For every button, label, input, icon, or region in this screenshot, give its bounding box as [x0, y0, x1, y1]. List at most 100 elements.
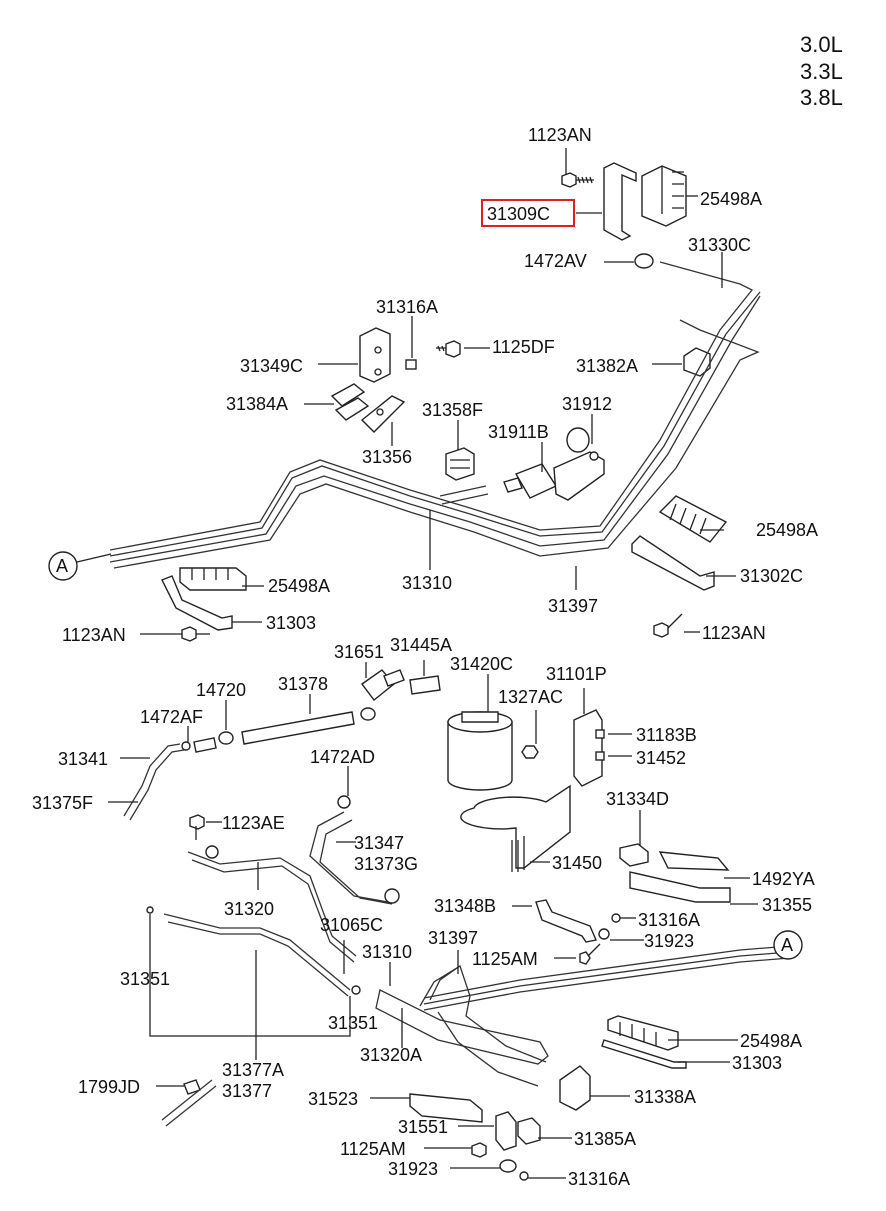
part-label[interactable]: 31330C: [688, 235, 751, 255]
part-drawings: [123, 162, 731, 1181]
part-label[interactable]: 31338A: [634, 1087, 696, 1107]
part-label[interactable]: 31373G: [354, 854, 418, 874]
part-label[interactable]: 31316A: [376, 297, 438, 317]
part-label[interactable]: 31302C: [740, 566, 803, 586]
part-label[interactable]: 31310: [402, 573, 452, 593]
part-label[interactable]: 25498A: [756, 520, 818, 540]
part-label[interactable]: 31101P: [546, 664, 607, 684]
part-label[interactable]: 31334D: [606, 789, 669, 809]
bracket-31355: [629, 871, 731, 903]
part-label[interactable]: 31065C: [320, 915, 383, 935]
part-label[interactable]: 1472AV: [524, 251, 587, 271]
connector-marker-right: A: [773, 930, 803, 960]
part-label[interactable]: 1123AN: [528, 125, 592, 145]
part-label[interactable]: 31320A: [360, 1045, 422, 1065]
part-label[interactable]: 1799JD: [78, 1077, 140, 1097]
part-label[interactable]: 31923: [388, 1159, 438, 1179]
clip-31334d: [619, 843, 649, 867]
part-label[interactable]: 1123AE: [222, 813, 285, 833]
part-label[interactable]: 31341: [58, 749, 108, 769]
part-label[interactable]: 1472AF: [140, 707, 203, 727]
part-label[interactable]: 25498A: [740, 1031, 802, 1051]
part-label[interactable]: 31923: [644, 931, 694, 951]
part-label[interactable]: 1472AD: [310, 747, 375, 767]
part-label[interactable]: 1125AM: [340, 1139, 406, 1159]
bracket-31101p: [573, 709, 603, 787]
clamp-1472ad: [337, 795, 351, 809]
bolt-1125am-bottom: [471, 1142, 487, 1158]
clip-31385a: [517, 1117, 541, 1145]
engine-variant-3-3: 3.3L: [800, 59, 843, 84]
part-label[interactable]: 31303: [266, 613, 316, 633]
part-label[interactable]: 31912: [562, 394, 612, 414]
washer-31923-mid: [598, 928, 610, 940]
part-label[interactable]: 31378: [278, 674, 328, 694]
part-label[interactable]: 31183B: [636, 725, 697, 745]
part-label[interactable]: 1327AC: [498, 687, 563, 707]
part-label[interactable]: 1492YA: [752, 869, 815, 889]
bracket-31551: [495, 1111, 517, 1151]
part-label[interactable]: 31310: [362, 942, 412, 962]
clip-31358f: [445, 447, 475, 481]
part-label[interactable]: 31911B: [488, 422, 549, 442]
part-label[interactable]: 31523: [308, 1089, 358, 1109]
part-label[interactable]: 31452: [636, 748, 686, 768]
pipe-31320: [187, 851, 357, 963]
tie-1799jd: [161, 1079, 217, 1127]
clip-31384a: [330, 383, 370, 421]
part-label[interactable]: 31397: [548, 596, 598, 616]
part-label[interactable]: 31348B: [434, 896, 496, 916]
part-label[interactable]: 31397: [428, 928, 478, 948]
engine-variant-3-0: 3.0L: [800, 32, 843, 57]
part-label[interactable]: 31349C: [240, 356, 303, 376]
bolt-1123ae: [189, 814, 205, 830]
part-label[interactable]: 1123AN: [62, 625, 126, 645]
part-label[interactable]: 31377A: [222, 1060, 284, 1080]
washer-31923-bottom: [499, 1159, 517, 1173]
pipe-31378: [241, 711, 355, 745]
part-label[interactable]: 31377: [222, 1081, 272, 1101]
part-label[interactable]: 31445A: [390, 635, 452, 655]
part-label[interactable]: 31316A: [638, 910, 700, 930]
part-label[interactable]: 31551: [398, 1117, 448, 1137]
bracket-31302c: [631, 535, 715, 591]
clamp-1472av: [634, 253, 654, 269]
nut-31316a-bottom: [519, 1171, 529, 1181]
part-label[interactable]: 31303: [732, 1053, 782, 1073]
part-label[interactable]: 31351: [328, 1013, 378, 1033]
engine-variant-list: 3.0L 3.3L 3.8L: [800, 32, 843, 110]
part-label[interactable]: 31382A: [576, 356, 638, 376]
part-label[interactable]: 31355: [762, 895, 812, 915]
clip-31523: [409, 1093, 483, 1123]
connector-marker-left: A: [48, 551, 112, 581]
part-label[interactable]: 14720: [196, 680, 246, 700]
part-label[interactable]: 31651: [334, 642, 384, 662]
connector-marker-right-label: A: [781, 935, 793, 955]
part-label[interactable]: 25498A: [268, 576, 330, 596]
part-label[interactable]: 1123AN: [702, 623, 766, 643]
part-label[interactable]: 31384A: [226, 394, 288, 414]
bolt-1125am-mid: [579, 951, 591, 965]
part-label[interactable]: 31356: [362, 447, 412, 467]
part-label[interactable]: 31385A: [574, 1129, 636, 1149]
canister-31420c: [447, 721, 513, 791]
part-label-highlighted[interactable]: 31309C: [487, 204, 550, 224]
part-label[interactable]: 31316A: [568, 1169, 630, 1189]
leader-lines: [108, 148, 758, 1179]
clip-31382a: [683, 347, 711, 377]
part-label[interactable]: 31358F: [422, 400, 483, 420]
bracket-31450: [460, 784, 571, 869]
part-label[interactable]: 31420C: [450, 654, 513, 674]
part-label[interactable]: 31375F: [32, 793, 93, 813]
pipe-31397-lower: [419, 964, 547, 1087]
part-label[interactable]: 25498A: [700, 189, 762, 209]
part-label[interactable]: 31351: [120, 969, 170, 989]
part-label[interactable]: 31347: [354, 833, 404, 853]
bracket-31303-lower: [601, 1039, 687, 1069]
bracket-31349c: [359, 327, 391, 383]
part-label[interactable]: 31450: [552, 853, 602, 873]
part-label[interactable]: 31320: [224, 899, 274, 919]
part-label[interactable]: 1125AM: [472, 949, 538, 969]
part-label[interactable]: 1125DF: [492, 337, 555, 357]
